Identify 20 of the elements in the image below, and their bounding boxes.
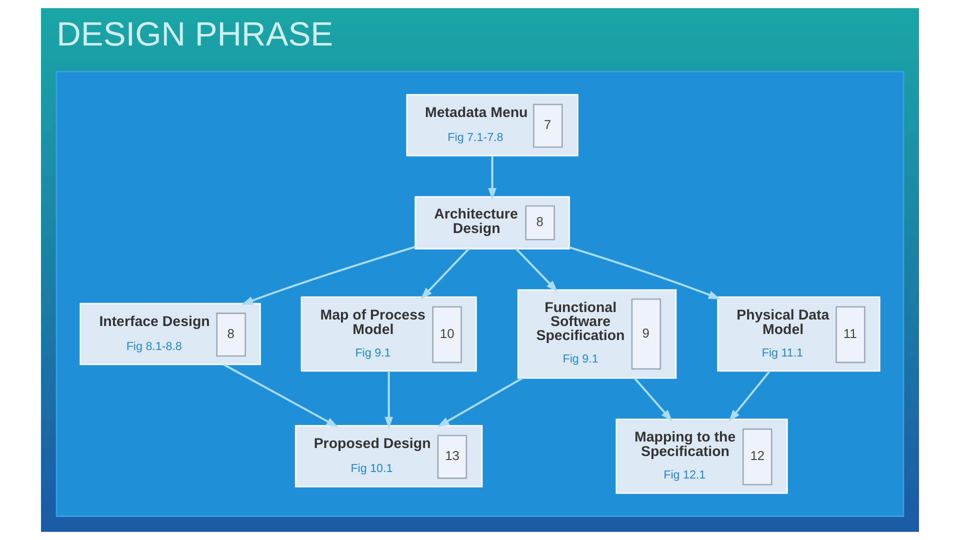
node-box: Map of Process Model 10 Fig 9.1 (300, 296, 477, 372)
node-box: Architecture Design 8 (414, 196, 570, 250)
arrow (223, 364, 338, 428)
node-box: Physical Data Model 11 Fig 11.1 (717, 296, 880, 372)
diagram-title: DESIGN PHRASE (56, 16, 334, 54)
node-box: Mapping to the Specification 12 Fig 12.1 (616, 418, 788, 494)
node-box: Functional Software Specification 9 Fig 9.1 (517, 289, 677, 379)
arrow (728, 370, 771, 422)
arrow (488, 156, 496, 200)
arrow (634, 377, 672, 422)
cluster (56, 70, 904, 517)
arrow (437, 377, 523, 428)
node-box: Interface Design 8 Fig 8.1-8.8 (80, 302, 261, 366)
arrow (420, 248, 470, 300)
node-box: Metadata Menu 7 Fig 7.1-7.8 (406, 94, 578, 156)
node-box: Proposed Design 13 Fig 10.1 (294, 425, 483, 488)
arrow (569, 246, 720, 300)
arrow (241, 246, 416, 305)
arrow (515, 248, 558, 292)
arrow (384, 370, 394, 429)
